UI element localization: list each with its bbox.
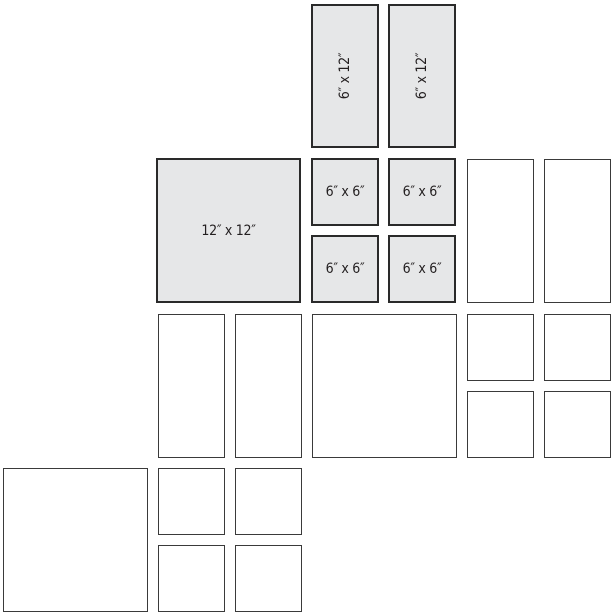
tile-size-label: 6″ x 6″ [402, 184, 442, 200]
outline-tile [158, 314, 225, 458]
outline-tile [544, 314, 611, 381]
tile-size-label: 6″ x 12″ [337, 52, 353, 100]
tile-6x6-top-right: 6″ x 6″ [388, 158, 456, 226]
tile-size-label: 6″ x 6″ [402, 261, 442, 277]
tile-6x6-bottom-left: 6″ x 6″ [311, 235, 379, 303]
outline-tile [467, 159, 534, 303]
tile-6x6-bottom-right: 6″ x 6″ [388, 235, 456, 303]
outline-tile [3, 468, 148, 612]
outline-tile [544, 391, 611, 458]
outline-tile [467, 314, 534, 381]
tile-6x6-top-left: 6″ x 6″ [311, 158, 379, 226]
tile-12x12: 12″ x 12″ [156, 158, 301, 303]
outline-tile [467, 391, 534, 458]
outline-tile [158, 545, 225, 612]
outline-tile [312, 314, 457, 458]
tile-size-label: 6″ x 6″ [325, 261, 365, 277]
outline-tile [235, 545, 302, 612]
tile-size-label: 6″ x 6″ [325, 184, 365, 200]
outline-tile [158, 468, 225, 535]
tile-size-label: 6″ x 12″ [414, 52, 430, 100]
tile-6x12-right: 6″ x 12″ [388, 4, 456, 148]
outline-tile [235, 468, 302, 535]
outline-tile [235, 314, 302, 458]
tile-size-label: 12″ x 12″ [201, 222, 256, 239]
outline-tile [544, 159, 611, 303]
tile-6x12-left: 6″ x 12″ [311, 4, 379, 148]
